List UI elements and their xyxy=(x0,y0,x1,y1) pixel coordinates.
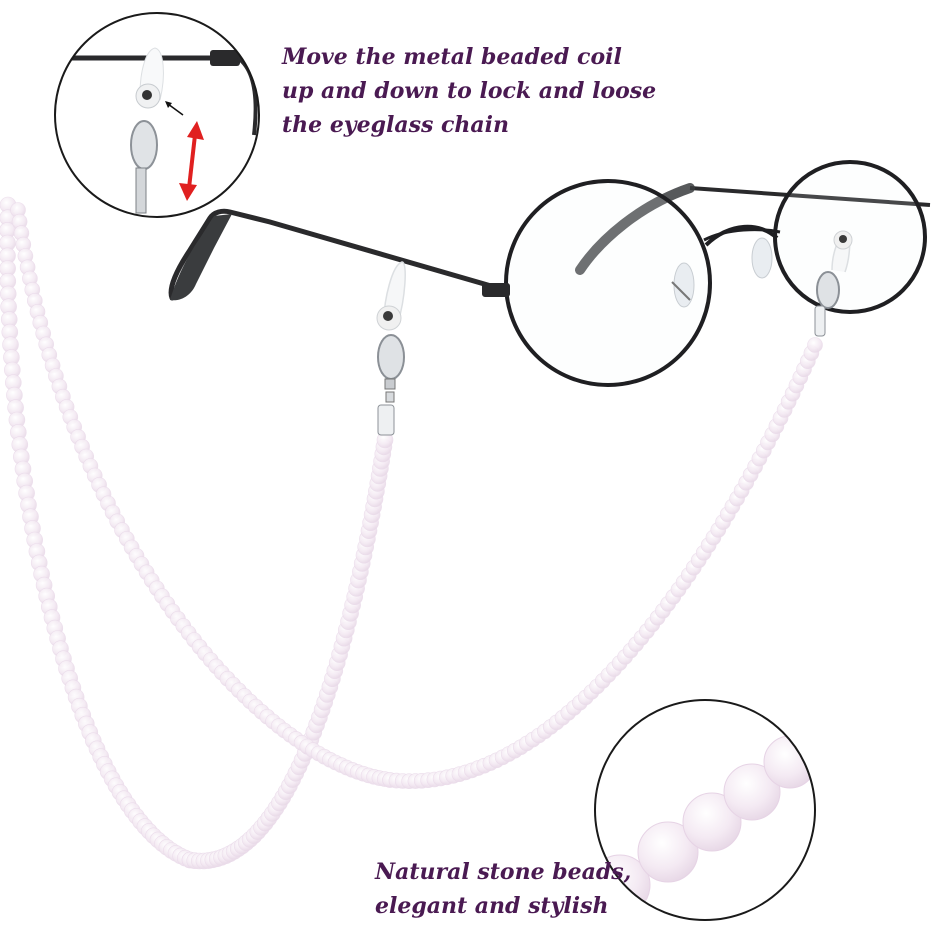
coil-caption-line: Move the metal beaded coil xyxy=(282,44,622,70)
bead xyxy=(797,710,815,760)
bead-chain xyxy=(0,196,823,870)
temple-tip xyxy=(170,214,232,301)
coil-caption: Move the metal beaded coil up and down t… xyxy=(282,40,656,142)
coil-caption-line: the eyeglass chain xyxy=(282,112,510,138)
bead xyxy=(807,337,823,353)
coil-detail-inset xyxy=(54,12,260,218)
chain-connector-right xyxy=(814,230,853,337)
bead xyxy=(723,763,781,821)
up-down-arrow-icon xyxy=(179,121,204,201)
coil-caption-line: up and down to lock and loose xyxy=(282,78,657,104)
beads-caption: Natural stone beads, elegant and stylish xyxy=(375,855,631,923)
bead xyxy=(682,792,742,852)
bead xyxy=(763,735,815,789)
beads-caption-line: elegant and stylish xyxy=(375,893,609,919)
chain-connector-left xyxy=(376,261,406,436)
beads-caption-line: Natural stone beads, xyxy=(375,859,632,885)
bead xyxy=(637,821,699,883)
